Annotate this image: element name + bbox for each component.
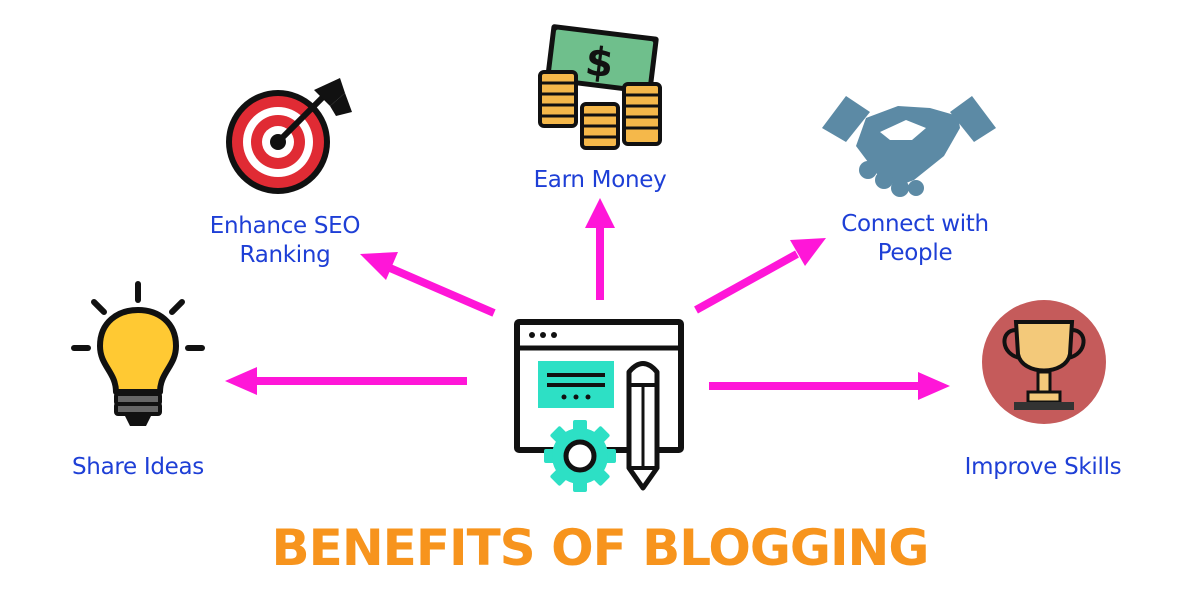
handshake-icon xyxy=(822,96,996,197)
blog-icon xyxy=(514,319,684,492)
trophy-icon xyxy=(982,300,1106,424)
money-icon: $ xyxy=(538,24,662,150)
svg-text:$: $ xyxy=(583,38,616,87)
earn-money-label: Earn Money xyxy=(533,167,667,193)
arrow-to-connect xyxy=(694,238,826,314)
arrow-to-enhance-seo xyxy=(360,252,496,317)
target-icon xyxy=(226,78,352,194)
page-title: BENEFITS OF BLOGGING xyxy=(271,519,930,577)
arrow-to-improve-skills xyxy=(709,372,950,400)
coin-stack-middle xyxy=(580,102,620,150)
improve-skills-label: Improve Skills xyxy=(964,454,1122,480)
pencil-icon xyxy=(626,361,660,491)
enhance-seo-label: Enhance SEO Ranking xyxy=(209,213,361,268)
connect-label: Connect with People xyxy=(841,211,989,266)
share-ideas-label: Share Ideas xyxy=(72,454,204,480)
arrow-to-share-ideas xyxy=(225,367,467,395)
arrow-to-earn-money xyxy=(585,198,615,300)
coin-stack-right xyxy=(622,82,662,146)
gear-icon xyxy=(544,420,616,492)
lightbulb-icon xyxy=(71,281,205,426)
arrows xyxy=(225,198,950,400)
coin-stack-left xyxy=(538,70,578,128)
